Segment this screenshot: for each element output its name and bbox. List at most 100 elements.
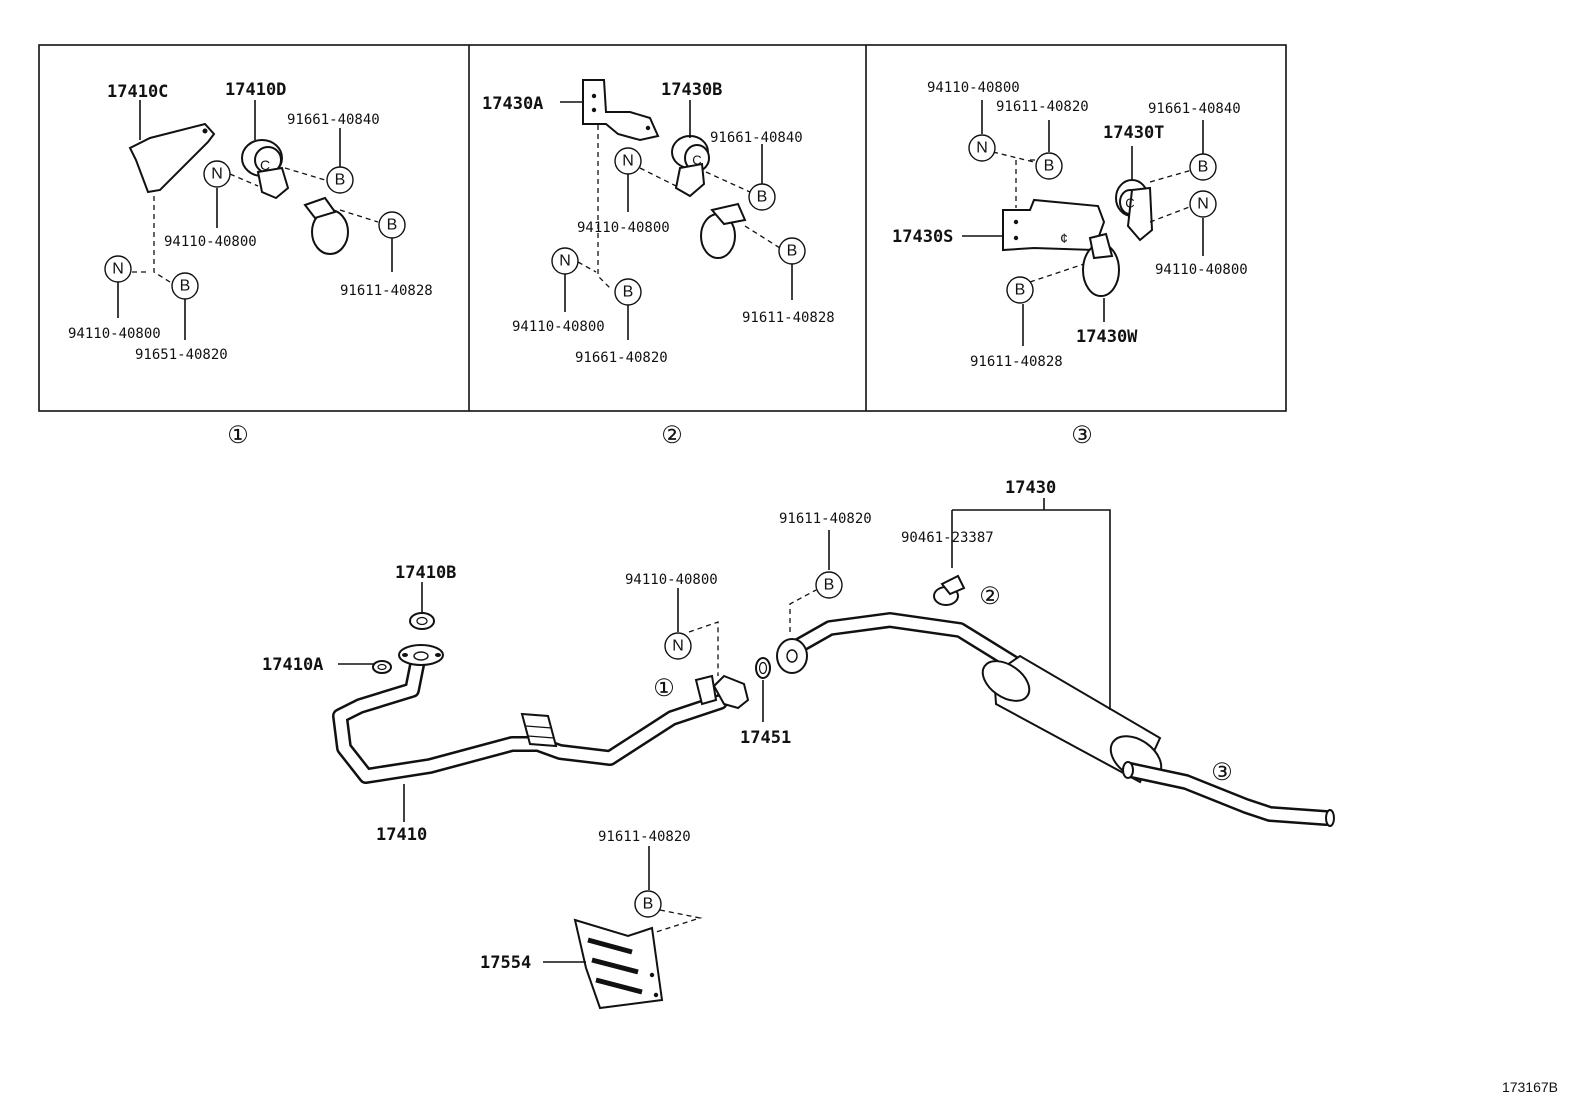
part-label: 17410C bbox=[107, 82, 168, 102]
bracket-17430s bbox=[1002, 198, 1106, 252]
part-label: 91611-40820 bbox=[996, 99, 1089, 115]
callout-3: ③ bbox=[1211, 759, 1233, 786]
callout-2: ② bbox=[979, 583, 1001, 610]
svg-text:N: N bbox=[112, 261, 124, 278]
panel-number: ② bbox=[661, 422, 683, 449]
part-label: 94110-40800 bbox=[577, 220, 670, 236]
bolt-symbol: B bbox=[1006, 276, 1034, 304]
part-label: 91661-40840 bbox=[710, 130, 803, 146]
part-label: 91611-40828 bbox=[970, 354, 1063, 370]
heat-insulator-17554 bbox=[573, 918, 664, 1010]
svg-text:B: B bbox=[824, 577, 835, 594]
bolt-symbol: B bbox=[614, 278, 642, 306]
svg-text:N: N bbox=[1197, 196, 1209, 213]
svg-text:B: B bbox=[1198, 159, 1209, 176]
muffler-assembly-17430 bbox=[776, 612, 1335, 827]
bolt-symbol: B bbox=[326, 166, 354, 194]
panel-number: ③ bbox=[1071, 422, 1093, 449]
bolt-symbol: B bbox=[748, 183, 776, 211]
detail-panel-1: C N B B N B 17410C 17410D 91661-40840 94… bbox=[68, 80, 433, 449]
part-label: 17410B bbox=[395, 563, 456, 583]
svg-text:C: C bbox=[260, 157, 270, 173]
part-label: 91661-40840 bbox=[1148, 101, 1241, 117]
part-label: 17410D bbox=[225, 80, 286, 100]
part-label: 17410A bbox=[262, 655, 323, 675]
part-label: 17430W bbox=[1076, 327, 1138, 347]
rubber-hanger-17430t: C bbox=[1115, 179, 1154, 242]
part-label: 94110-40800 bbox=[625, 572, 718, 588]
nut-symbol: N bbox=[968, 134, 996, 162]
part-label: 17430S bbox=[892, 227, 953, 247]
bolt-symbol: B bbox=[1035, 152, 1063, 180]
part-label: 17430B bbox=[661, 80, 722, 100]
part-label: 91611-40828 bbox=[340, 283, 433, 299]
part-label: 91651-40820 bbox=[135, 347, 228, 363]
part-label: 94110-40800 bbox=[164, 234, 257, 250]
svg-text:N: N bbox=[622, 153, 634, 170]
part-label: 94110-40800 bbox=[68, 326, 161, 342]
bolt-symbol: B bbox=[634, 890, 662, 918]
svg-text:N: N bbox=[672, 638, 684, 655]
clamp bbox=[303, 196, 349, 255]
part-label: 17554 bbox=[480, 953, 531, 973]
svg-text:C: C bbox=[692, 153, 701, 168]
part-label: 91611-40820 bbox=[779, 511, 872, 527]
rubber-hanger-17410d: C bbox=[241, 139, 290, 200]
bolt-symbol: B bbox=[1189, 153, 1217, 181]
svg-text:B: B bbox=[1044, 158, 1055, 175]
part-label: 91661-40840 bbox=[287, 112, 380, 128]
part-label: 17430A bbox=[482, 94, 543, 114]
bracket-17410c bbox=[128, 122, 216, 194]
clamp-17430w bbox=[1082, 232, 1120, 297]
rubber-hanger-17430b: C bbox=[671, 135, 710, 198]
main-assembly: B N B ① ② ③ 17430 91611-40820 90461-2338… bbox=[262, 478, 1335, 1010]
svg-text:N: N bbox=[976, 140, 988, 157]
svg-text:B: B bbox=[623, 284, 634, 301]
part-label: 91611-40828 bbox=[742, 310, 835, 326]
svg-text:B: B bbox=[757, 189, 768, 206]
svg-text:C: C bbox=[1125, 196, 1134, 211]
nut-symbol: N bbox=[551, 247, 579, 275]
panel-number: ① bbox=[227, 422, 249, 449]
nut-symbol: N bbox=[1189, 190, 1217, 218]
gasket-17451 bbox=[755, 657, 771, 679]
clamp-90461-23387 bbox=[933, 574, 966, 606]
front-pipe-17410 bbox=[332, 644, 750, 784]
svg-text:¢: ¢ bbox=[1060, 230, 1068, 246]
detail-panel-3: ¢ C N B B N B 94110-40800 91611-40820 bbox=[892, 80, 1248, 449]
svg-text:B: B bbox=[387, 217, 398, 234]
svg-text:B: B bbox=[180, 278, 191, 295]
part-label: 17410 bbox=[376, 825, 427, 845]
nut-symbol: N bbox=[664, 632, 692, 660]
nut-symbol: N bbox=[203, 160, 231, 188]
svg-text:N: N bbox=[211, 166, 223, 183]
callout-1: ① bbox=[653, 675, 675, 702]
clamp bbox=[700, 202, 747, 259]
svg-text:B: B bbox=[787, 243, 798, 260]
part-label: 94110-40800 bbox=[512, 319, 605, 335]
detail-panel-2: C N B B N B 17430A 17430B 91661-40840 94… bbox=[482, 79, 835, 449]
svg-text:B: B bbox=[335, 172, 346, 189]
svg-text:B: B bbox=[643, 896, 654, 913]
nut-symbol: N bbox=[104, 255, 132, 283]
part-label: 94110-40800 bbox=[1155, 262, 1248, 278]
svg-text:N: N bbox=[559, 253, 571, 270]
part-label: 90461-23387 bbox=[901, 530, 994, 546]
part-label: 91661-40820 bbox=[575, 350, 668, 366]
part-label: 17430 bbox=[1005, 478, 1056, 498]
nut-17410a bbox=[372, 660, 392, 674]
nut-symbol: N bbox=[614, 147, 642, 175]
bolt-symbol: B bbox=[171, 272, 199, 300]
diagram-reference-id: 173167B bbox=[1502, 1079, 1558, 1095]
part-label: 17430T bbox=[1103, 123, 1164, 143]
detail-panels-frame bbox=[38, 44, 1287, 412]
svg-text:B: B bbox=[1015, 282, 1026, 299]
bracket-17430a bbox=[582, 79, 660, 142]
part-label: 17451 bbox=[740, 728, 791, 748]
bolt-symbol: B bbox=[815, 571, 843, 599]
part-label: 91611-40820 bbox=[598, 829, 691, 845]
bolt-symbol: B bbox=[378, 211, 406, 239]
part-label: 94110-40800 bbox=[927, 80, 1020, 96]
bolt-symbol: B bbox=[778, 237, 806, 265]
